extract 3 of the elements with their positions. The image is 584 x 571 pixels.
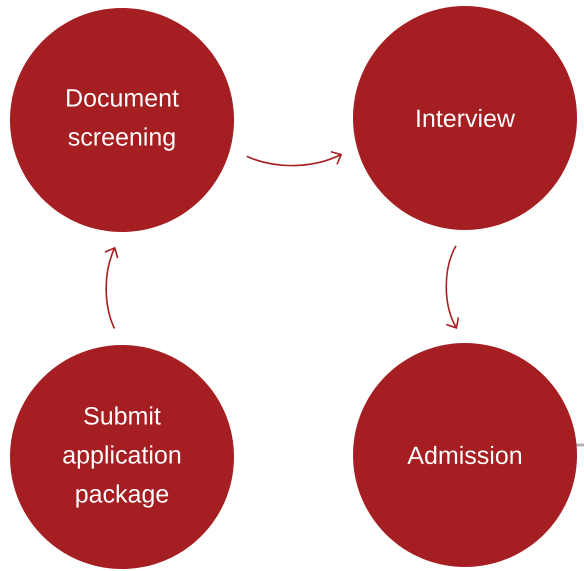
arrow <box>446 245 460 329</box>
arrow <box>104 246 118 329</box>
arrow <box>246 150 342 166</box>
